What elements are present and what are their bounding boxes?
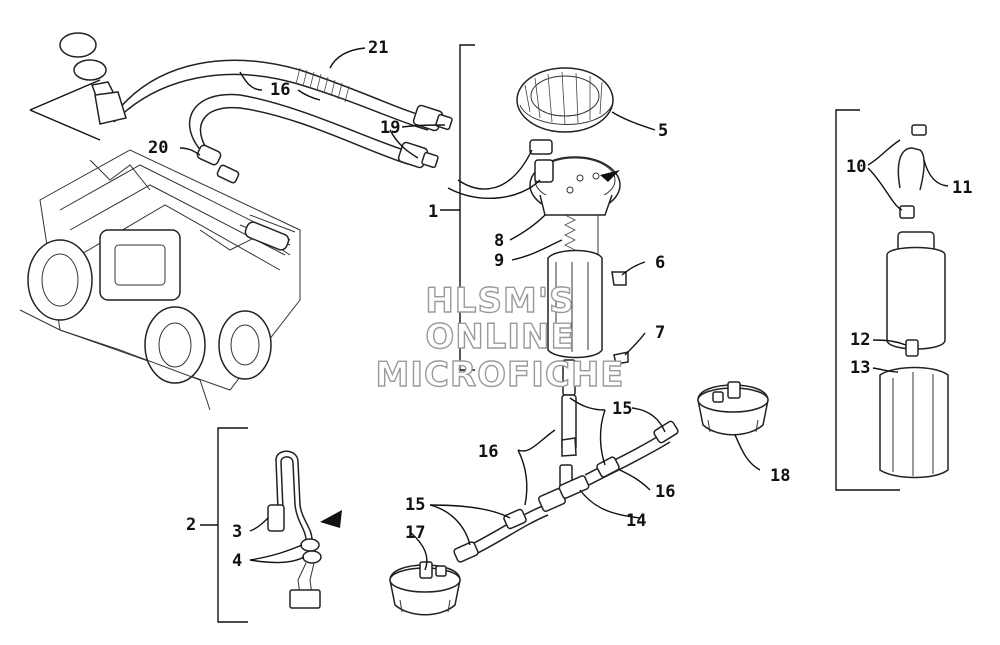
callout-12: 12 [850,330,870,350]
callout-6: 6 [655,253,665,273]
callout-17: 17 [405,523,425,543]
callout-13: 13 [850,358,870,378]
callout-14: 14 [626,511,646,531]
callout-5: 5 [658,121,668,141]
engine-assembly-illustration [19,32,301,411]
callout-21: 21 [368,38,388,58]
callout-3: 3 [232,522,242,542]
callout-2: 2 [186,515,196,535]
callout-15-upper: 15 [612,399,632,419]
watermark-line-3: MICROFICHE [375,355,624,395]
callout-4: 4 [232,551,242,571]
leader-lines [179,47,949,571]
callout-15-lower: 15 [405,495,425,515]
watermark-line-1: HLSM'S [425,281,574,321]
callout-7: 7 [655,323,665,343]
watermark-line-2: ONLINE [425,317,574,357]
fuel-pump-detail [879,124,949,479]
callout-19: 19 [380,118,400,138]
callout-10: 10 [846,157,866,177]
wiring-harness [267,450,342,609]
callout-16-lower: 16 [655,482,675,502]
callout-20: 20 [148,138,168,158]
lower-fuel-hoses-and-pickups [389,381,769,616]
callout-1: 1 [428,202,438,222]
callout-18: 18 [770,466,790,486]
callout-9: 9 [494,251,504,271]
callout-labels: 21 16 19 20 5 1 8 9 6 7 10 11 12 13 15 1… [148,38,972,571]
fuel-pump-assembly [516,67,629,488]
group-brackets [29,44,900,623]
callout-16-middle: 16 [478,442,498,462]
callout-16-upper: 16 [270,80,290,100]
callout-11: 11 [952,178,972,198]
callout-8: 8 [494,231,504,251]
watermark: HLSM'S ONLINE MICROFICHE [375,280,624,395]
